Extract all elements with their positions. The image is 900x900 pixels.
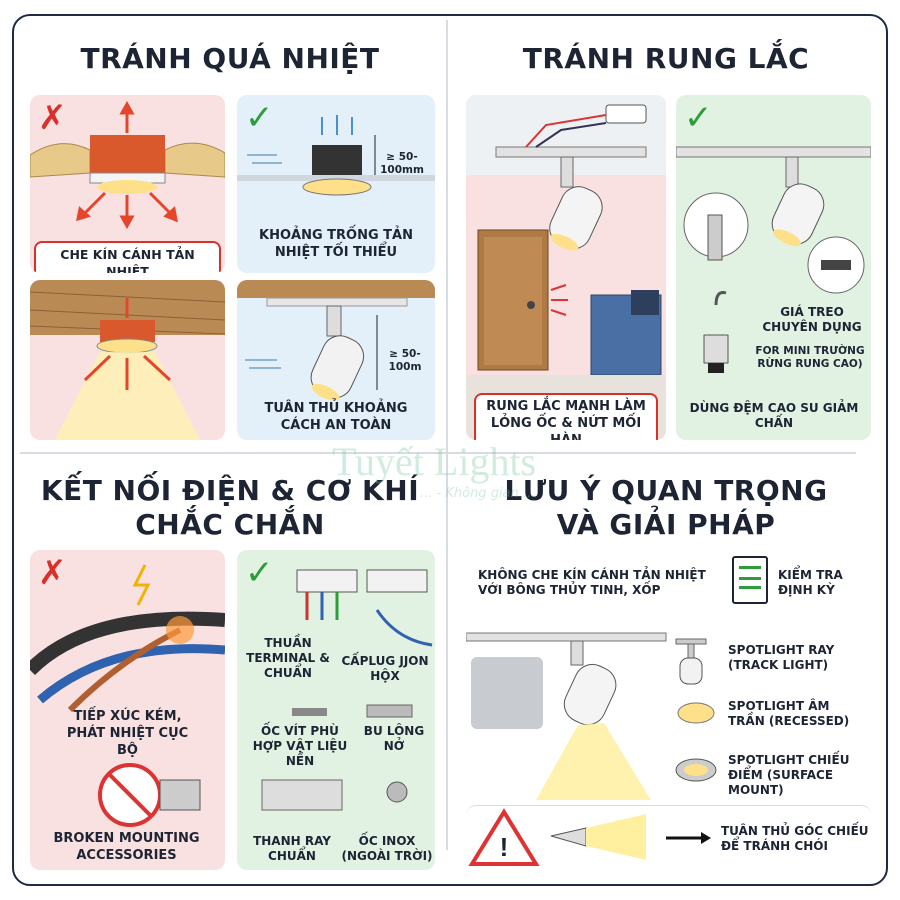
surface-light-label: SPOTLIGHT CHIẾU ĐIỂM (SURFACE MOUNT) [728, 753, 850, 797]
poor-contact-caption: TIẾP XÚC KÉM, PHÁT NHIỆT CỤC BỘ [66, 709, 189, 758]
glare-panel: ! TUÂN THỦ GÓC CHIẾU ĐỂ TRÁNH CHÓI [466, 805, 871, 870]
vibration-good-panel: ✓ GIÁ TREO CHUYÊN DỤNG FOR MINI TRƯỜNG R… [676, 95, 871, 440]
wood-ceiling-heat-illustration [30, 280, 225, 440]
secured-spotlight-damper-illustration [676, 146, 871, 373]
svg-text:!: ! [500, 832, 509, 862]
vibrating-spotlight-machine-illustration [466, 95, 666, 440]
hanger-caption: GIÁ TREO CHUYÊN DỤNG [762, 305, 862, 334]
glare-caption: TUÂN THỦ GÓC CHIẾU ĐỂ TRÁNH CHÓI [721, 824, 869, 853]
overheat-wood-panel [30, 280, 225, 440]
overheat-title: TRÁNH QUÁ NHIỆT [80, 42, 380, 75]
horizontal-divider [20, 452, 856, 454]
vertical-divider [446, 20, 448, 850]
overheat-bad-panel: ✗ CHE KÍN CÁNH TẢN NHIỆT [30, 95, 225, 273]
vibration-bad-panel: ✗ RUNG LẮC MẠNH LÀM LỎNG ỐC & NỨT MỐI HÀ… [466, 95, 666, 440]
inspection-note: KIỂM TRA ĐỊNH KỲ [778, 568, 843, 597]
glare-warning-illustration: ! [468, 808, 711, 866]
notes-title-line1: LƯU Ý QUAN TRỌNG [504, 474, 828, 507]
overheat-good-panel: ✓ ≥ 50-100mm KHOẢNG TRỐNG TẢN NHIỆT TỐI … [237, 95, 435, 273]
caplug-caption: CẤPLUG JJON HỘX [341, 654, 429, 683]
connection-title-line2: CHẮC CHẮN [135, 508, 325, 541]
spotlight-types-panel: SPOTLIGHT RAY (TRACK LIGHT) SPOTLIGHT ÂM… [466, 625, 871, 800]
insulation-note: KHÔNG CHE KÍN CÁNH TẢN NHIỆT VỚI BÔNG TH… [478, 568, 706, 597]
ventilated-downlight-illustration [237, 115, 435, 196]
cross-icon: ✗ [38, 98, 67, 138]
overheat-track-caption: TUÂN THỦ KHOẢNG CÁCH AN TOÀN [264, 401, 408, 433]
track-spotlight-clearance-illustration [237, 280, 435, 401]
inox-caption: ỐC INOX (NGOÀI TRỜI) [341, 834, 433, 863]
track-spotlight-beam-illustration [466, 632, 667, 800]
check-icon: ✓ [245, 98, 274, 138]
overheat-bad-caption: CHE KÍN CÁNH TẢN NHIỆT [34, 241, 221, 273]
connection-title-line1: KẾT NỐI ĐIỆN & CƠ KHÍ [40, 474, 420, 507]
vibration-title: TRÁNH RUNG LẮC [522, 42, 810, 75]
overheat-track-panel: ≥ 50-100m TUÂN THỦ KHOẢNG CÁCH AN TOÀN [237, 280, 435, 440]
overheat-good-dimension: ≥ 50-100mm [380, 151, 424, 176]
notes-title-line2: VÀ GIẢI PHÁP [556, 508, 776, 541]
spotlight-type-icons [675, 638, 717, 782]
hanger-subcaption: FOR MINI TRƯỜNG RỪNG RUNG CAO) [755, 345, 865, 370]
loose-wires-illustration [30, 564, 225, 827]
bolt-caption: BU LÔNG NỞ [363, 724, 425, 753]
connection-good-panel: ✓ THUẦN TERMINAL & CHUẨN CẤPLUG JJON HỘX… [237, 550, 435, 870]
check-icon: ✓ [684, 98, 713, 138]
terminal-caption: THUẦN TERMINAL & CHUẨN [246, 636, 330, 680]
recessed-light-label: SPOTLIGHT ÂM TRẦN (RECESSED) [728, 699, 850, 728]
damper-caption: DÙNG ĐỆM CAO SU GIẢM CHẤN [689, 401, 859, 430]
broken-accessories-caption: BROKEN MOUNTING ACCESSORIES [53, 831, 200, 863]
track-light-label: SPOTLIGHT RAY (TRACK LIGHT) [728, 643, 835, 672]
connection-bad-panel: ✗ TIẾP XÚC KÉM, PHÁT NHIỆT CỤC BỘ BROKEN… [30, 550, 225, 870]
checklist-icon [732, 556, 768, 604]
overheat-track-dimension: ≥ 50-100m [388, 348, 422, 373]
overheat-good-caption: KHOẢNG TRỐNG TẢN NHIỆT TỐI THIỂU [259, 228, 413, 260]
insulation-covered-downlight-illustration [30, 100, 225, 230]
check-icon: ✓ [245, 553, 274, 593]
screw-caption: ỐC VÍT PHÙ HỢP VẬT LIỆU NỀN [252, 724, 348, 768]
cross-icon: ✗ [38, 553, 67, 593]
terminals-hardware-illustration [261, 569, 433, 811]
rail-caption: THANH RAY CHUẨN [253, 834, 331, 863]
vibration-bad-caption: RUNG LẮC MẠNH LÀM LỎNG ỐC & NỨT MỐI HÀN [474, 393, 658, 440]
